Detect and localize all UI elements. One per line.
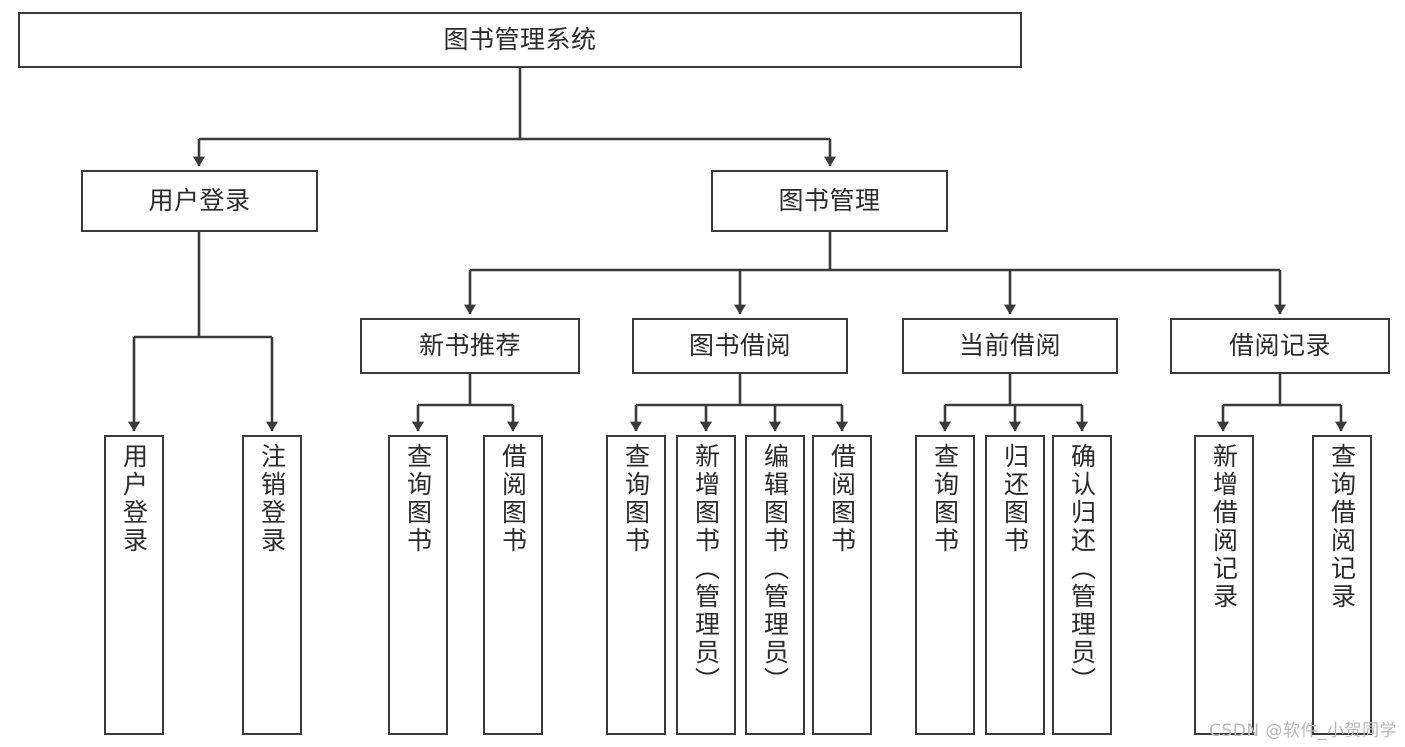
node-leaf-borrow-book-2-label: 借阅图书 (827, 443, 857, 555)
node-book-borrow[interactable]: 图书借阅 (632, 318, 848, 374)
node-leaf-query-book-1-label: 查询图书 (403, 443, 433, 555)
node-leaf-edit-book-admin[interactable]: 编辑图书（管理员） (745, 435, 805, 735)
node-book-manage-label: 图书管理 (778, 185, 881, 215)
node-leaf-confirm-return-admin[interactable]: 确认归还（管理员） (1052, 435, 1112, 735)
node-user-login[interactable]: 用户登录 (81, 170, 318, 232)
node-leaf-return-book[interactable]: 归还图书 (985, 435, 1045, 735)
node-book-manage[interactable]: 图书管理 (711, 170, 948, 232)
node-leaf-borrow-book-1-label: 借阅图书 (498, 443, 528, 555)
node-leaf-query-book-2-label: 查询图书 (621, 443, 651, 555)
node-borrow-record[interactable]: 借阅记录 (1170, 318, 1390, 374)
node-leaf-borrow-book-1[interactable]: 借阅图书 (483, 435, 543, 735)
node-leaf-query-book-2[interactable]: 查询图书 (606, 435, 666, 735)
node-leaf-add-borrow-record[interactable]: 新增借阅记录 (1194, 435, 1254, 735)
node-borrow-record-label: 借阅记录 (1228, 330, 1331, 360)
node-root-label: 图书管理系统 (443, 24, 597, 54)
node-leaf-return-book-label: 归还图书 (1000, 443, 1030, 555)
node-current-borrow-label: 当前借阅 (958, 330, 1061, 360)
node-leaf-user-login-label: 用户登录 (119, 443, 149, 555)
node-leaf-query-book-3-label: 查询图书 (930, 443, 960, 555)
node-leaf-query-book-3[interactable]: 查询图书 (915, 435, 975, 735)
node-leaf-add-borrow-record-label: 新增借阅记录 (1209, 443, 1239, 611)
node-leaf-user-login[interactable]: 用户登录 (104, 435, 164, 735)
csdn-watermark: CSDN @软件_小贺同学 (1209, 721, 1397, 741)
node-leaf-logout-login-label: 注销登录 (257, 443, 287, 555)
node-leaf-query-borrow-record[interactable]: 查询借阅记录 (1312, 435, 1372, 735)
node-leaf-add-book-admin-label: 新增图书（管理员） (691, 443, 721, 695)
node-leaf-edit-book-admin-label: 编辑图书（管理员） (760, 443, 790, 695)
node-root[interactable]: 图书管理系统 (18, 12, 1022, 68)
node-leaf-confirm-return-admin-label: 确认归还（管理员） (1067, 443, 1097, 695)
node-book-borrow-label: 图书借阅 (688, 330, 791, 360)
node-leaf-add-book-admin[interactable]: 新增图书（管理员） (676, 435, 736, 735)
node-leaf-borrow-book-2[interactable]: 借阅图书 (812, 435, 872, 735)
node-leaf-query-borrow-record-label: 查询借阅记录 (1327, 443, 1357, 611)
node-current-borrow[interactable]: 当前借阅 (902, 318, 1118, 374)
node-user-login-label: 用户登录 (148, 185, 251, 215)
node-new-book-recommend-label: 新书推荐 (418, 330, 521, 360)
node-leaf-query-book-1[interactable]: 查询图书 (388, 435, 448, 735)
node-new-book-recommend[interactable]: 新书推荐 (360, 318, 580, 374)
node-leaf-logout-login[interactable]: 注销登录 (242, 435, 302, 735)
